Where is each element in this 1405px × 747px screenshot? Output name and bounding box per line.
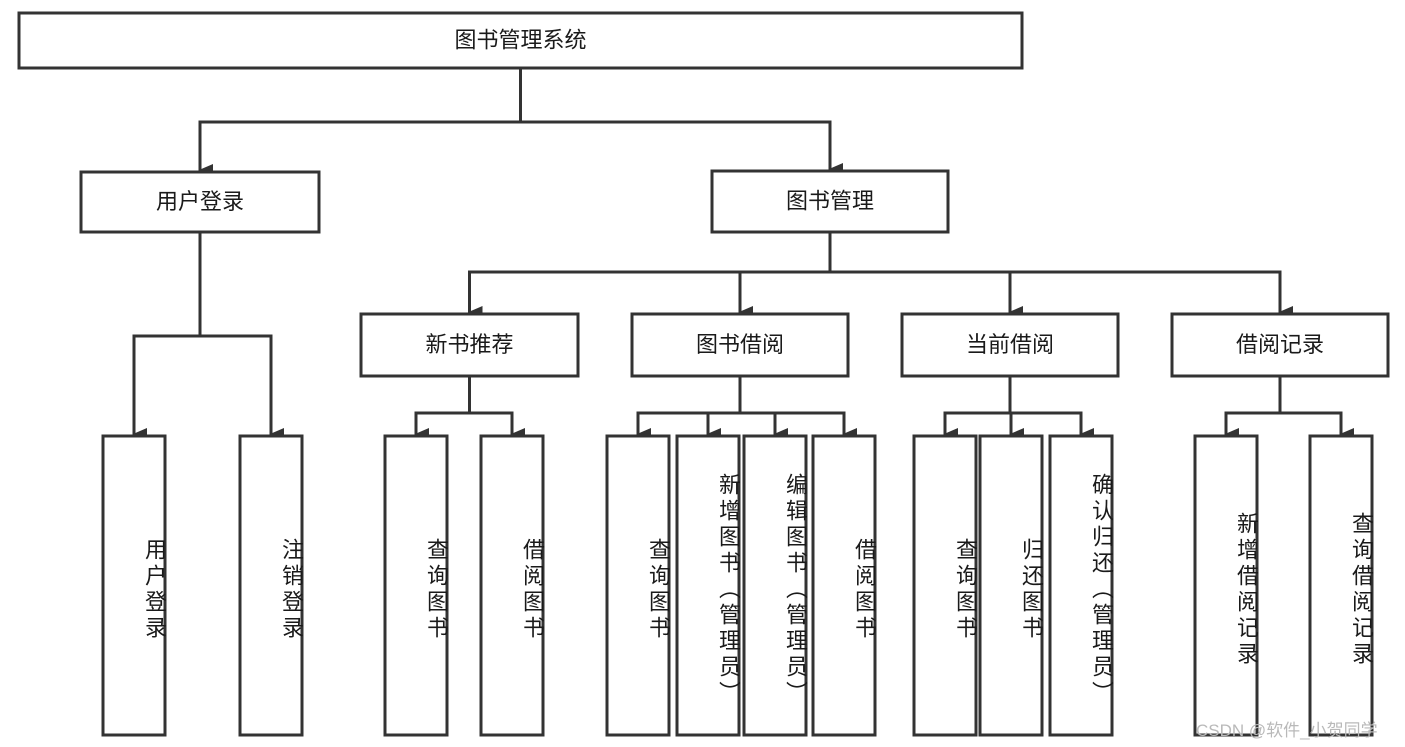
node-label-book-manage: 图书管理 [786,188,874,213]
node-box-leaf-confirm-return[interactable] [1048,434,1114,737]
node-box-leaf-borrow-book-1[interactable] [479,434,545,737]
node-box-book-manage[interactable] [710,169,950,234]
node-label-user-login: 用户登录 [156,189,244,214]
node-box-leaf-query-book-1[interactable] [383,434,449,737]
node-box-book-borrow[interactable] [630,312,850,378]
node-box-leaf-query-book-3[interactable] [912,434,978,737]
node-box-root[interactable] [17,11,1024,70]
node-box-leaf-user-login[interactable] [101,434,167,737]
node-box-user-login[interactable] [79,170,321,234]
node-box-leaf-add-book[interactable] [675,434,741,737]
node-box-borrow-record[interactable] [1170,312,1390,378]
node-label-book-borrow: 图书借阅 [696,332,784,357]
csdn-watermark: CSDN @软件_小贺同学 [1196,721,1378,740]
node-label-borrow-record: 借阅记录 [1236,332,1324,357]
node-box-leaf-borrow-book-2[interactable] [811,434,877,737]
node-box-new-book-rec[interactable] [359,312,580,378]
node-box-current-borrow[interactable] [900,312,1120,378]
node-box-leaf-return-book[interactable] [978,434,1044,737]
node-label-current-borrow: 当前借阅 [966,332,1054,357]
node-box-leaf-edit-book[interactable] [742,434,808,737]
node-box-leaf-add-record[interactable] [1193,434,1259,737]
node-box-leaf-query-book-2[interactable] [605,434,671,737]
node-box-leaf-query-record[interactable] [1308,434,1374,737]
connector-lines [132,66,1354,440]
node-label-root: 图书管理系统 [454,27,586,52]
node-box-leaf-user-logout[interactable] [238,434,304,737]
node-label-new-book-rec: 新书推荐 [425,332,513,357]
